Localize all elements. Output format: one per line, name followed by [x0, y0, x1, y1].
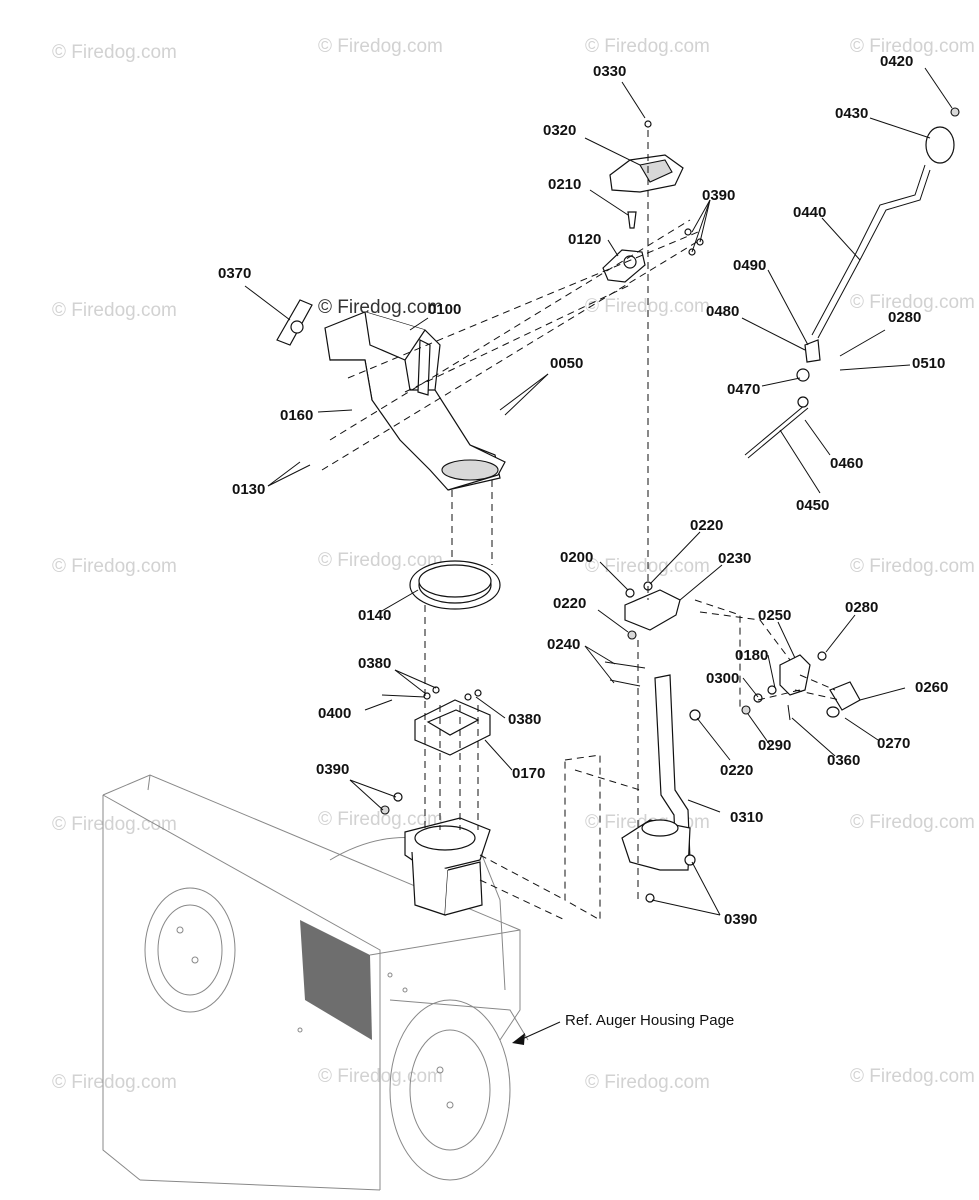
part-callout: 0400	[318, 705, 351, 722]
watermark-layer: © Firedog.com © Firedog.com © Firedog.com ©…	[52, 36, 975, 1093]
watermark-text: © Firedog.com	[850, 36, 975, 57]
auger-shadow	[300, 920, 372, 1040]
part-callout: 0390	[702, 187, 735, 204]
part-callout: 0450	[796, 497, 829, 514]
control-rod	[744, 107, 960, 459]
watermark-text: © Firedog.com	[318, 550, 443, 571]
part-callout: 0310	[730, 809, 763, 826]
watermark-text: © Firedog.com	[850, 556, 975, 577]
callout-labels: 0330 0320 0210 0390 0120 0420 0430 0440 0490 0480…	[218, 53, 948, 928]
part-callout: 0120	[568, 231, 601, 248]
chute-ring	[409, 560, 501, 610]
alignment-lines	[321, 130, 841, 921]
part-callout: 0390	[724, 911, 757, 928]
watermark-text: © Firedog.com	[318, 809, 443, 830]
part-callout: 0440	[793, 204, 826, 221]
watermark-text: © Firedog.com	[318, 297, 443, 318]
part-callout: 0220	[690, 517, 723, 534]
watermark-text: © Firedog.com	[850, 1066, 975, 1087]
reference-note: Ref. Auger Housing Page	[565, 1012, 734, 1029]
part-callout: 0430	[835, 105, 868, 122]
part-callout: 0160	[280, 407, 313, 424]
part-callout: 0270	[877, 735, 910, 752]
part-callout: 0280	[845, 599, 878, 616]
part-callout: 0480	[706, 303, 739, 320]
part-callout: 0380	[358, 655, 391, 672]
part-callout: 0180	[735, 647, 768, 664]
watermark-text: © Firedog.com	[318, 36, 443, 57]
part-callout: 0320	[543, 122, 576, 139]
part-callout: 0390	[316, 761, 349, 778]
watermark-text: © Firedog.com	[850, 292, 975, 313]
part-callout: 0380	[508, 711, 541, 728]
part-callout: 0230	[718, 550, 751, 567]
part-callout: 0210	[548, 176, 581, 193]
part-callout: 0280	[888, 309, 921, 326]
gear-cover	[602, 120, 704, 283]
chute-assembly	[276, 299, 506, 491]
part-callout: 0170	[512, 765, 545, 782]
part-callout: 0330	[593, 63, 626, 80]
part-callout: 0260	[915, 679, 948, 696]
part-callout: 0290	[758, 737, 791, 754]
part-callout: 0100	[428, 301, 461, 318]
part-callout: 0360	[827, 752, 860, 769]
watermark-text: © Firedog.com	[52, 814, 177, 835]
watermark-text: © Firedog.com	[52, 1072, 177, 1093]
part-callout: 0220	[720, 762, 753, 779]
watermark-text: © Firedog.com	[52, 556, 177, 577]
watermark-text: © Firedog.com	[585, 1072, 710, 1093]
watermark-text: © Firedog.com	[850, 812, 975, 833]
watermark-text: © Firedog.com	[585, 296, 710, 317]
watermark-text: © Firedog.com	[585, 556, 710, 577]
part-callout: 0140	[358, 607, 391, 624]
part-callout: 0470	[727, 381, 760, 398]
part-callout: 0490	[733, 257, 766, 274]
watermark-text: © Firedog.com	[585, 36, 710, 57]
leader-lines	[244, 67, 953, 1045]
part-callout: 0240	[547, 636, 580, 653]
part-callout: 0460	[830, 455, 863, 472]
part-callout: 0220	[553, 595, 586, 612]
part-callout: 0420	[880, 53, 913, 70]
part-callout: 0370	[218, 265, 251, 282]
part-callout: 0200	[560, 549, 593, 566]
watermark-text: © Firedog.com	[52, 42, 177, 63]
part-callout: 0300	[706, 670, 739, 687]
part-callout: 0250	[758, 607, 791, 624]
part-callout: 0130	[232, 481, 265, 498]
chute-plate	[381, 686, 491, 756]
part-callout: 0510	[912, 355, 945, 372]
watermark-text: © Firedog.com	[52, 300, 177, 321]
auger-housing	[102, 774, 529, 1191]
part-callout: 0050	[550, 355, 583, 372]
crank-rod	[380, 581, 861, 903]
